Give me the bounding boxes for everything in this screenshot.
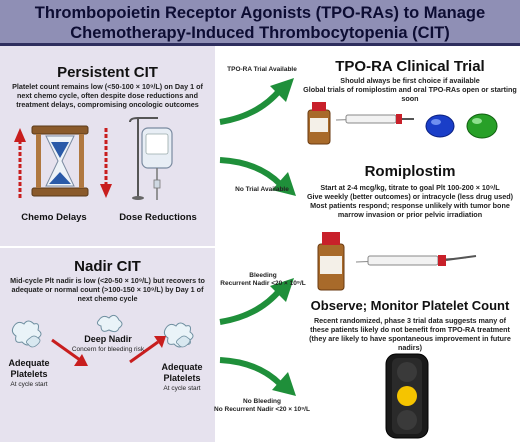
persistent-cit-panel: Persistent CIT Platelet count remains lo… [0,46,215,246]
observe-line1: Recent randomized, phase 3 trial data su… [309,316,511,352]
no-trial-available-label: No Trial Available [235,186,289,193]
trial-section: TPO-RA Clinical Trial Should always be f… [300,58,520,103]
red-down-arrow-icon [100,128,112,198]
nadir-cit-panel: Nadir CIT Mid-cycle Plt nadir is low (<2… [0,248,215,442]
chemo-delays-label: Chemo Delays [21,212,87,223]
deep-nadir-sub: Concern for bleeding risk [71,346,145,353]
observe-title: Observe; Monitor Platelet Count [310,298,510,313]
platelet-cluster-left-icon [11,320,42,348]
dose-reductions-label: Dose Reductions [119,212,197,223]
romiplostim-line1: Start at 2-4 mcg/kg, titrate to goal Plt… [320,183,500,192]
red-up-arrow-icon [14,128,26,198]
adequate-platelets-right-sub: At cycle start [163,385,201,392]
green-arrow-to-bleeding-icon [219,278,294,325]
observe-section: Observe; Monitor Platelet Count Recent r… [300,298,520,352]
green-arrow-to-romiplostim-icon [219,157,296,196]
no-bleeding-line1: No Bleeding [243,398,281,405]
green-arrow-to-observe-icon [219,357,296,396]
platelet-cluster-small-icon [96,314,123,333]
trial-drugs-icon [307,102,498,145]
trial-line1: Should always be first choice if availab… [340,76,480,85]
trial-title: TPO-RA Clinical Trial [335,58,485,75]
persistent-cit-title: Persistent CIT [57,64,158,81]
romiplostim-title: Romiplostim [364,163,456,180]
no-bleeding-line2: No Recurrent Nadir <20 × 10⁹/L [214,406,310,413]
deep-nadir-label: Deep Nadir [84,334,132,344]
header-banner: Thrombopoietin Receptor Agonists (TPO-RA… [0,0,520,46]
hourglass-icon [31,125,89,197]
traffic-light-icon [385,353,429,439]
no-bleeding-label: No Bleeding No Recurrent Nadir <20 × 10⁹… [212,398,312,414]
adequate-platelets-left-sub: At cycle start [10,381,48,388]
bleeding-line1: Bleeding [249,272,277,279]
nadir-cit-title: Nadir CIT [74,258,141,275]
red-arrow-down-right-icon [51,338,88,366]
nadir-cit-description: Mid-cycle Plt nadir is low (<20-50 × 10⁹… [10,276,205,303]
romiplostim-line2: Give weekly (better outcomes) or intracy… [306,192,514,201]
adequate-platelets-left-label: Adequate Platelets [8,358,50,379]
bleeding-label: Bleeding Recurrent Nadir <20 × 10⁹/L [218,272,308,288]
romiplostim-line3: Most patients respond; response unlikely… [310,201,510,219]
bleeding-line2: Recurrent Nadir <20 × 10⁹/L [220,280,306,287]
persistent-cit-description: Platelet count remains low (<50-100 × 10… [12,82,203,109]
green-arrow-to-trial-icon [219,78,294,125]
header-title-line1: Thrombopoietin Receptor Agonists (TPO-RA… [34,4,486,22]
adequate-platelets-right-label: Adequate Platelets [161,362,203,383]
platelet-cluster-right-icon [163,322,194,348]
red-arrow-up-right-icon [129,336,166,364]
header-title-line2: Chemotherapy-Induced Thrombocytopenia (C… [70,24,450,42]
romiplostim-section: Romiplostim Start at 2-4 mcg/kg, titrate… [300,163,520,219]
iv-bag-icon [129,117,173,200]
romiplostim-drugs-icon [317,232,477,291]
trial-available-label: TPO-RA Trial Available [227,66,297,73]
trial-line2: Global trials of romiplostim and oral TP… [303,85,517,103]
